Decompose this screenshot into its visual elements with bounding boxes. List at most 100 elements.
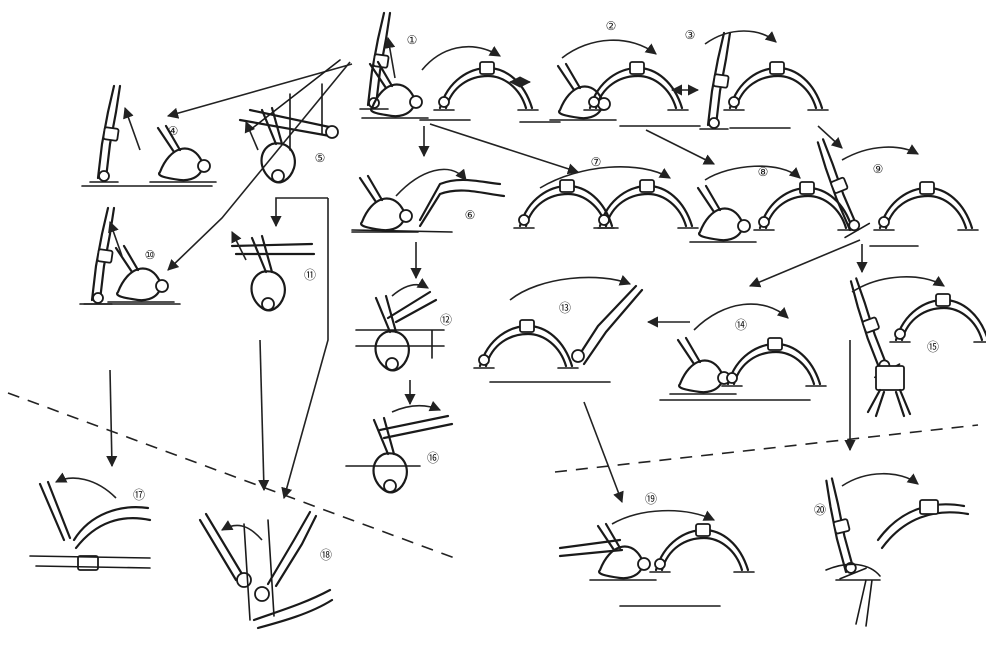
step-label-20: ⑳ bbox=[814, 503, 826, 517]
motion-arc-arrow-icon bbox=[396, 169, 466, 196]
svg-text:⑭: ⑭ bbox=[735, 318, 747, 332]
figure-20-group bbox=[804, 474, 968, 626]
step-label-9: ⑨ bbox=[873, 162, 884, 176]
gymnast-figure-icon bbox=[252, 236, 285, 310]
gymnast-figure-icon bbox=[804, 478, 868, 578]
motion-arc-arrow-icon bbox=[705, 31, 776, 44]
gymnast-figure-icon bbox=[874, 182, 978, 230]
svg-text:③: ③ bbox=[685, 28, 696, 42]
gymnast-figure-icon bbox=[150, 126, 216, 182]
gymnast-figure-icon bbox=[722, 338, 826, 386]
step-label-8: ⑧ bbox=[758, 165, 769, 179]
motion-arc-arrow-icon bbox=[125, 108, 140, 150]
svg-text:⑲: ⑲ bbox=[645, 492, 657, 506]
step-label-11: ⑪ bbox=[304, 268, 316, 282]
svg-text:②: ② bbox=[606, 19, 617, 33]
connector-arrow bbox=[584, 402, 622, 502]
svg-text:⑪: ⑪ bbox=[304, 268, 316, 282]
figure-19-group bbox=[560, 511, 754, 606]
figure-3-group bbox=[700, 31, 828, 129]
svg-text:①: ① bbox=[407, 33, 418, 47]
step-label-19: ⑲ bbox=[645, 492, 657, 506]
svg-text:⑳: ⑳ bbox=[814, 503, 826, 517]
gymnast-figure-icon bbox=[594, 180, 698, 228]
gymnast-figure-icon bbox=[90, 86, 120, 182]
figure-1-group bbox=[360, 13, 538, 118]
figure-11-group bbox=[232, 232, 314, 310]
motion-arc-arrow-icon bbox=[392, 285, 428, 296]
step-label-2: ② bbox=[606, 19, 617, 33]
step-label-17: ⑰ bbox=[133, 488, 145, 502]
motion-arc-arrow-icon bbox=[842, 474, 918, 486]
connector-arrow bbox=[260, 340, 264, 490]
motion-arc-arrow-icon bbox=[392, 406, 440, 412]
step-label-3: ③ bbox=[685, 28, 696, 42]
figure-13-group bbox=[474, 277, 642, 382]
motion-arc-arrow-icon bbox=[56, 478, 116, 498]
figure-4-group bbox=[82, 86, 216, 186]
svg-text:⑤: ⑤ bbox=[315, 151, 326, 165]
connector-arrow bbox=[750, 240, 860, 286]
connector-arrow bbox=[276, 198, 328, 226]
gymnast-figure-icon bbox=[550, 64, 616, 120]
svg-text:⑥: ⑥ bbox=[465, 208, 476, 222]
step-label-7: ⑦ bbox=[591, 155, 602, 169]
step-label-15: ⑮ bbox=[927, 340, 939, 354]
gymnast-figure-icon bbox=[890, 294, 986, 342]
figure-15-group bbox=[830, 277, 986, 416]
connector-arrow bbox=[284, 198, 328, 498]
svg-text:⑫: ⑫ bbox=[440, 313, 452, 327]
svg-text:⑩: ⑩ bbox=[145, 248, 156, 262]
gymnast-figure-icon bbox=[108, 246, 174, 302]
motion-arc-arrow-icon bbox=[222, 525, 262, 540]
step-label-10: ⑩ bbox=[145, 248, 156, 262]
figure-16-group bbox=[346, 406, 452, 493]
svg-text:⑯: ⑯ bbox=[427, 451, 439, 465]
step-label-6: ⑥ bbox=[465, 208, 476, 222]
motion-arc-arrow-icon bbox=[852, 277, 944, 292]
svg-text:⑨: ⑨ bbox=[873, 162, 884, 176]
mat-line bbox=[420, 120, 790, 128]
figure-8-group bbox=[690, 166, 858, 242]
step-label-5: ⑤ bbox=[315, 151, 326, 165]
figure-6-group bbox=[352, 169, 504, 232]
gymnast-figure-icon bbox=[724, 62, 828, 110]
motion-arc-arrow-icon bbox=[246, 122, 258, 150]
step-label-12: ⑫ bbox=[440, 313, 452, 327]
gymnast-figure-icon bbox=[830, 278, 902, 377]
connector-arrow bbox=[110, 370, 112, 466]
gymnast-figure-icon bbox=[650, 524, 754, 572]
motion-arc-arrow-icon bbox=[510, 277, 630, 300]
gymnast-figure-icon bbox=[584, 62, 688, 110]
svg-text:⑰: ⑰ bbox=[133, 488, 145, 502]
figure-12-group bbox=[356, 285, 444, 371]
step-label-14: ⑭ bbox=[735, 318, 747, 332]
figure-2-group bbox=[550, 40, 688, 120]
connector-arrow bbox=[818, 126, 842, 148]
svg-text:⑱: ⑱ bbox=[320, 548, 332, 562]
section-divider-left bbox=[8, 393, 460, 560]
step-label-1: ① bbox=[407, 33, 418, 47]
motion-arc-arrow-icon bbox=[705, 166, 800, 180]
connector-arrow bbox=[646, 130, 714, 164]
section-divider-right bbox=[555, 425, 978, 472]
figure-10-group bbox=[80, 208, 180, 304]
motion-arc-arrow-icon bbox=[562, 40, 656, 58]
svg-text:⑮: ⑮ bbox=[927, 340, 939, 354]
gymnast-figure-icon bbox=[374, 418, 407, 492]
svg-text:⑬: ⑬ bbox=[559, 301, 571, 315]
svg-text:④: ④ bbox=[168, 124, 179, 138]
figure-5-group bbox=[240, 108, 338, 182]
motion-arc-arrow-icon bbox=[842, 147, 918, 160]
motion-arc-arrow-icon bbox=[612, 511, 714, 524]
svg-text:⑧: ⑧ bbox=[758, 165, 769, 179]
step-label-4: ④ bbox=[168, 124, 179, 138]
svg-text:⑦: ⑦ bbox=[591, 155, 602, 169]
step-label-18: ⑱ bbox=[320, 548, 332, 562]
connector-arrow bbox=[430, 124, 578, 172]
gymnast-figure-icon bbox=[360, 13, 390, 109]
figure-7-group bbox=[514, 167, 698, 228]
step-label-16: ⑯ bbox=[427, 451, 439, 465]
figure-18-group bbox=[200, 512, 332, 628]
